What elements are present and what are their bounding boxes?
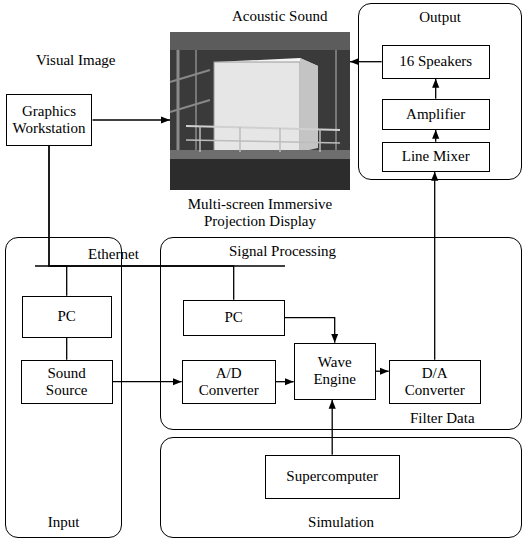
box-label: Supercomputer <box>286 468 378 485</box>
process-box: Line Mixer <box>382 142 490 172</box>
connector-arrow <box>350 61 382 62</box>
box-label: 16 Speakers <box>399 53 472 70</box>
connector-arrow <box>49 146 67 296</box>
free-label: Filter Data <box>410 410 475 427</box>
box-label: PC <box>225 309 243 326</box>
display-photo-frame: Multi-screen Immersive Projection Displa… <box>170 32 350 190</box>
box-label: Wave Engine <box>300 354 370 388</box>
connector-arrow <box>113 381 182 382</box>
edge-label: Acoustic Sound <box>232 8 327 25</box>
box-label: Sound Source <box>27 365 107 399</box>
process-box: 16 Speakers <box>382 45 490 79</box>
process-box: Graphics Workstation <box>6 94 93 146</box>
region-panel: Signal ProcessingPC A/D Converter Wave Eng… <box>160 237 522 430</box>
connector-arrow <box>93 119 171 120</box>
photo-ground <box>170 32 350 190</box>
process-box: Wave Engine <box>294 343 376 400</box>
photo-floor <box>170 159 350 190</box>
connector-arrow <box>66 338 67 360</box>
connector-arrow <box>285 318 335 343</box>
scaffold-brace <box>170 70 210 82</box>
region-title: Input <box>6 514 121 531</box>
railing <box>186 140 340 143</box>
railing-post <box>199 126 201 152</box>
region-title: Output <box>359 9 521 26</box>
process-box: Amplifier <box>382 99 490 130</box>
region-title: Signal Processing <box>229 243 336 260</box>
box-label: Amplifier <box>406 106 465 123</box>
connector-arrow <box>434 172 435 360</box>
region-title: Simulation <box>161 514 521 531</box>
process-box: A/D Converter <box>182 360 276 404</box>
display-caption: Multi-screen Immersive Projection Displa… <box>162 196 358 231</box>
connector-arrow <box>376 371 389 372</box>
photo-ceiling <box>170 32 350 50</box>
region-panel: Output 16 SpeakersAmplifierLine Mixer <box>358 3 522 180</box>
railing-post <box>239 127 241 152</box>
projection-display-photo <box>170 32 350 190</box>
scaffold-brace <box>170 100 210 112</box>
region-panel: Simulation Supercomputer <box>160 437 522 538</box>
process-box: Supercomputer <box>265 455 400 499</box>
railing-post <box>279 128 281 152</box>
railing-post <box>319 129 321 152</box>
free-label: Ethernet <box>88 246 139 263</box>
box-label: D/A Converter <box>395 365 475 399</box>
edge-label: Visual Image <box>36 52 116 69</box>
railing <box>186 126 340 130</box>
box-label: Line Mixer <box>402 148 470 165</box>
process-box: PC <box>22 296 112 338</box>
process-box: Sound Source <box>21 360 113 404</box>
connector-arrow <box>435 130 436 142</box>
cube-side <box>300 58 318 152</box>
process-box: PC <box>183 300 285 336</box>
box-label: A/D Converter <box>188 365 270 399</box>
box-label: Graphics Workstation <box>12 103 87 137</box>
connector-arrow <box>276 381 294 382</box>
platform <box>170 150 350 159</box>
cube-front <box>214 62 300 152</box>
box-label: PC <box>58 308 76 325</box>
process-box: D/A Converter <box>389 360 481 404</box>
connector-arrow <box>332 400 333 455</box>
connector-arrow <box>435 79 436 99</box>
region-panel: Input PC Sound Source <box>5 237 122 538</box>
